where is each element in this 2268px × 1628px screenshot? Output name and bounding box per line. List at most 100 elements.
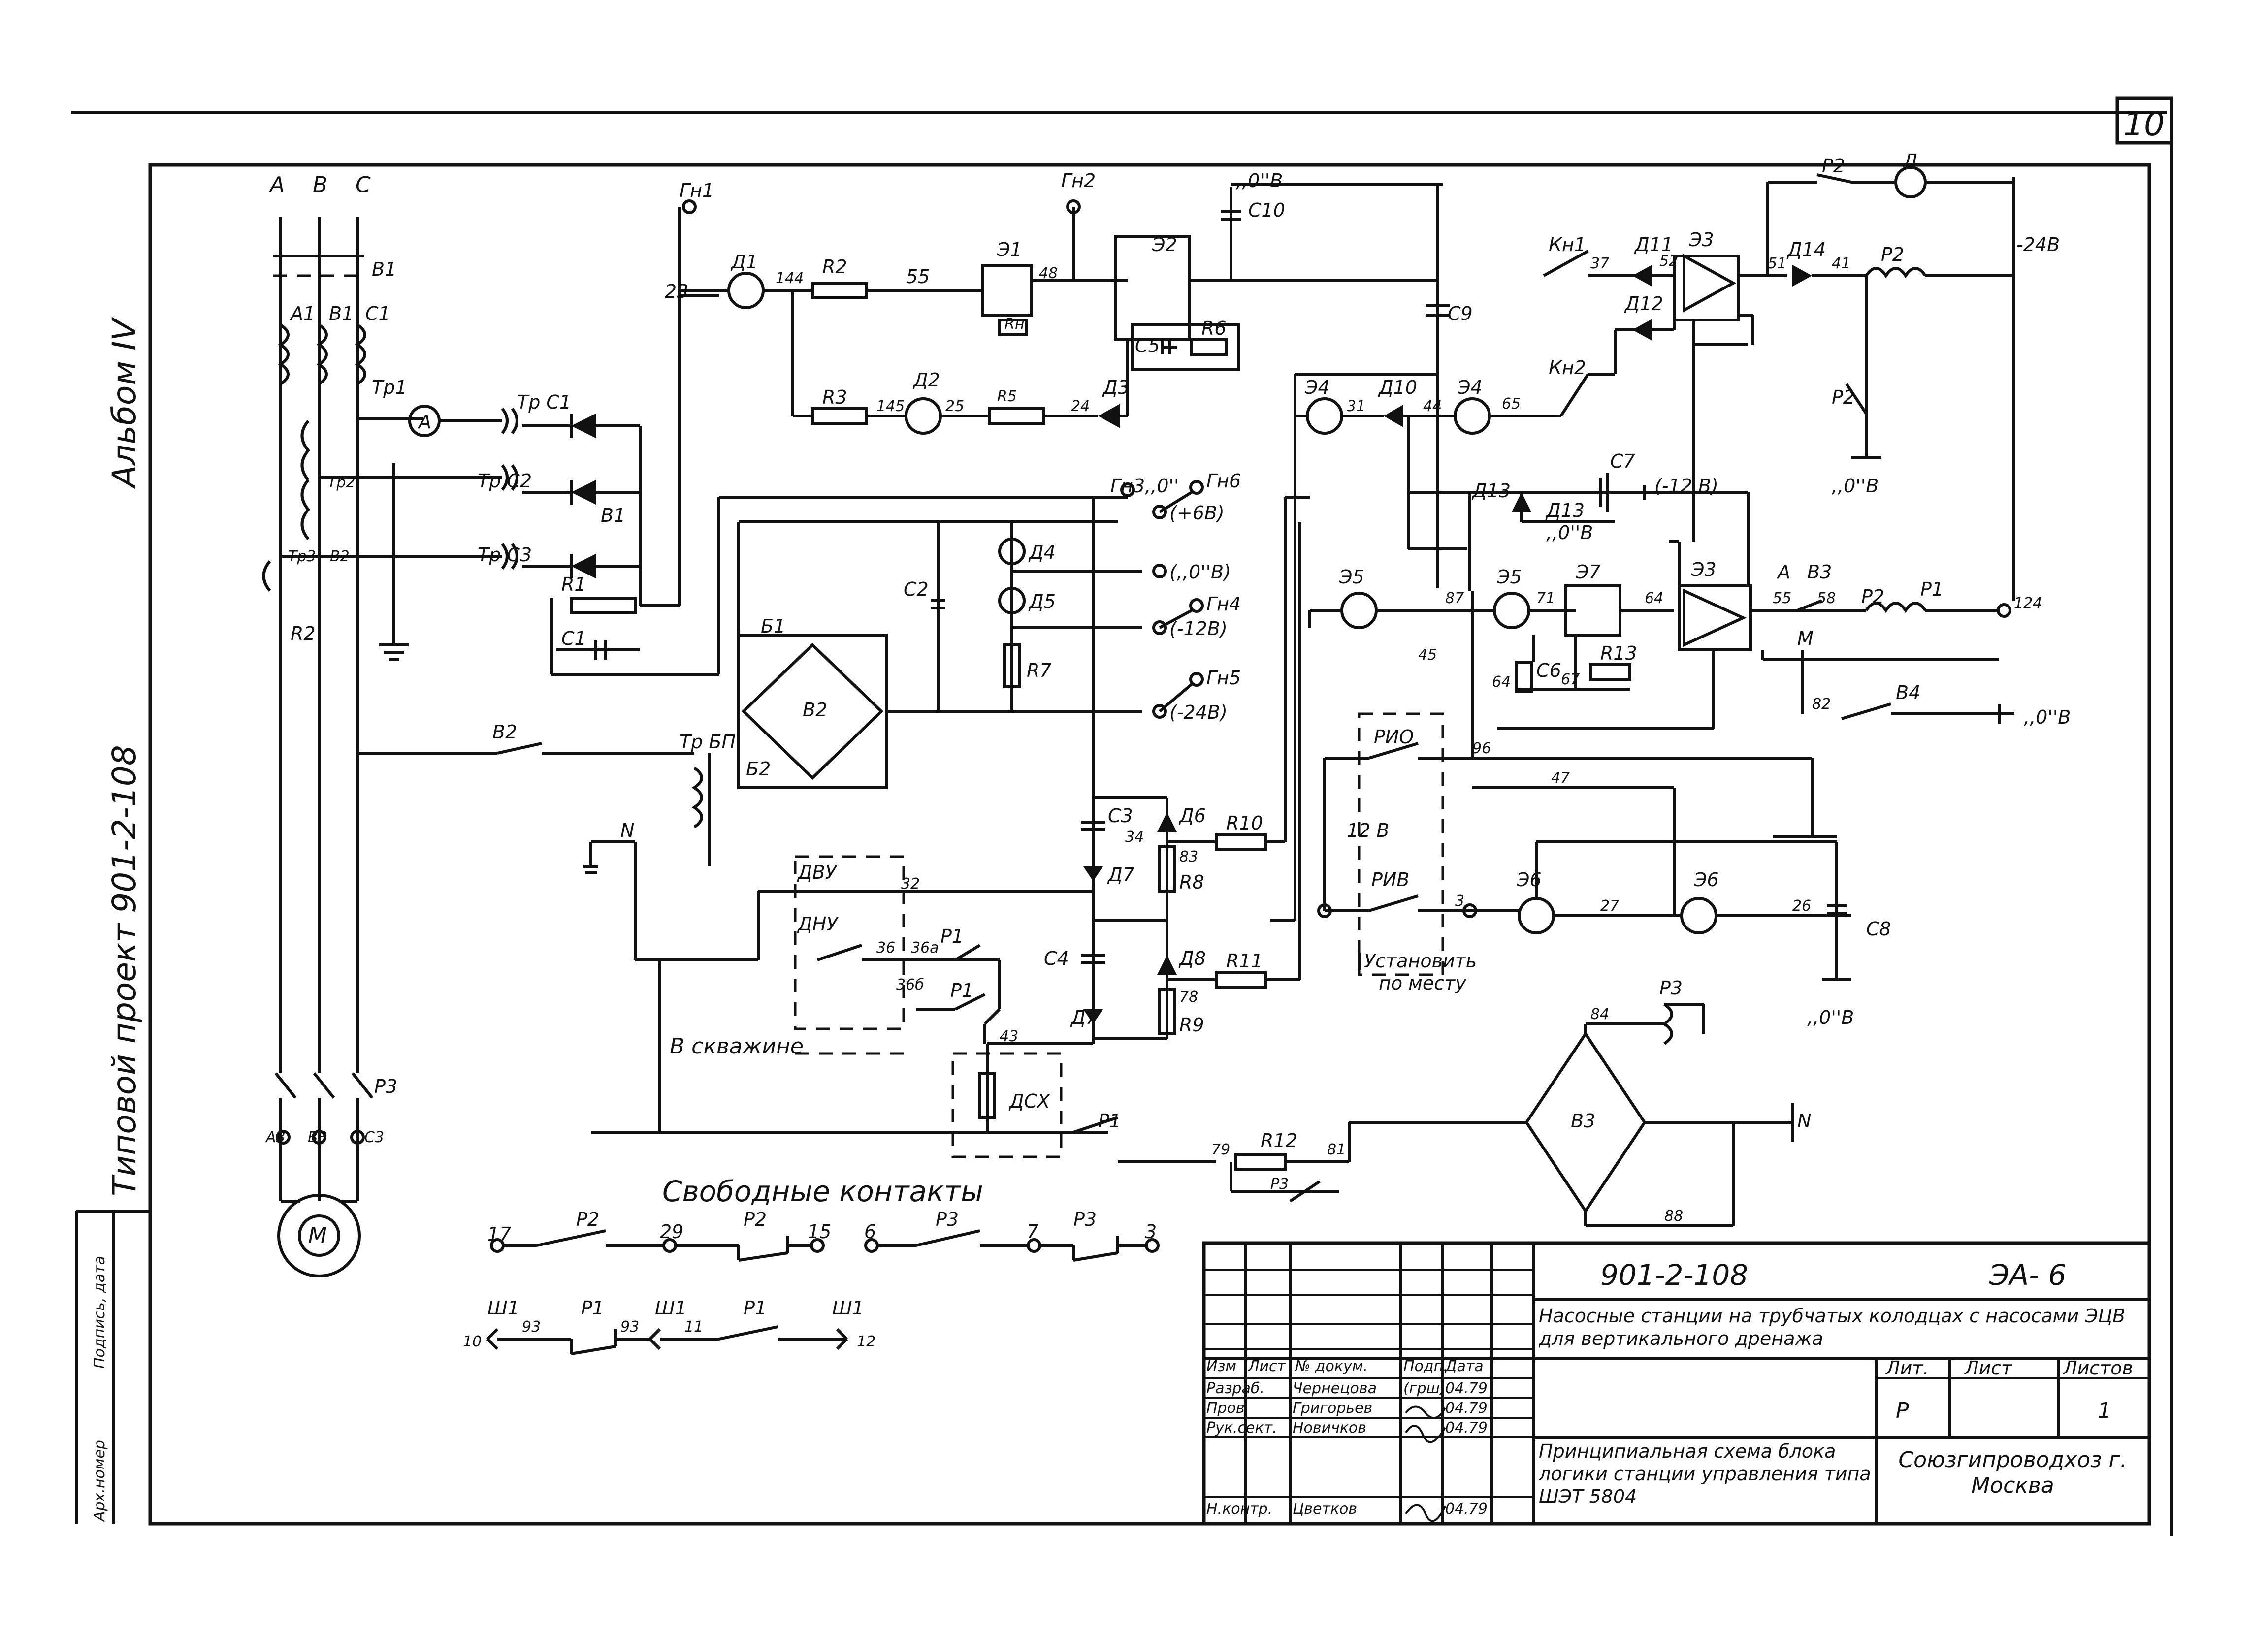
side-label-signature: Подпись, дата (91, 1256, 108, 1369)
gn5-label: Гн5 (1206, 667, 1241, 689)
p2-right: P2 (1832, 386, 1855, 408)
wire-36b: 36б (896, 976, 924, 993)
row-role-2: Рук.сект. (1206, 1419, 1277, 1436)
d3-label: Д3 (1102, 377, 1130, 398)
row-name-0: Чернецова (1293, 1380, 1377, 1397)
d7b-label: Д7 (1070, 1007, 1098, 1028)
r5-label: R5 (997, 388, 1017, 405)
d11-label: Д11 (1634, 234, 1673, 255)
wire-55: 55 (906, 266, 930, 287)
r1-label: R1 (561, 574, 586, 595)
r2-label: R2 (822, 256, 847, 278)
e6b-label: Э6 (1693, 869, 1719, 891)
r3-label: R3 (822, 386, 847, 408)
e5-label: Э5 (1339, 566, 1364, 588)
n-label: N (620, 820, 634, 841)
sh1-c: Ш1 (832, 1297, 864, 1319)
p1-relay-a: P1 (940, 926, 964, 947)
free-contacts (486, 1229, 1160, 1355)
wire-82: 88 (1664, 1208, 1683, 1225)
volt-m12: (-12В) (1169, 618, 1228, 639)
phase-a: A (268, 172, 285, 197)
wire-145: 145 (876, 398, 905, 415)
riv-label: РИВ (1371, 869, 1409, 891)
in-well-label: В скважине (670, 1034, 804, 1059)
gn6-label: Гн6 (1206, 470, 1241, 492)
p1-low: P1 (1098, 1110, 1121, 1132)
fc-3: 3 (1145, 1221, 1157, 1243)
page-number: 10 (2123, 105, 2165, 143)
p2-top: P2 (1822, 155, 1845, 177)
title-block (1202, 1241, 2151, 1526)
wire-55b: 55 (1773, 590, 1791, 607)
e1-label: Э1 (997, 239, 1022, 260)
ea-label: А (1776, 561, 1790, 583)
tc-1: Тр С1 (517, 391, 571, 413)
d6-label: Д6 (1178, 805, 1206, 827)
e3b-label: Э3 (1691, 559, 1717, 580)
wire-144: 144 (776, 270, 804, 287)
title-box: Принципиальная схема блока логики станци… (1539, 1440, 1871, 1507)
wire-124b: 124 (2014, 595, 2042, 612)
row-role-3: Н.контр. (1206, 1500, 1272, 1518)
r8-label: R8 (1179, 871, 1204, 893)
wire-34: 34 (1125, 829, 1144, 846)
coil-a1: A1 (289, 303, 315, 324)
wire-64b: 64 (1492, 673, 1511, 691)
sh-93b: 93 (620, 1318, 639, 1336)
coil-c1: C1 (365, 303, 390, 324)
col-izm: Изм (1206, 1358, 1236, 1375)
fc-15: 15 (808, 1221, 831, 1243)
col-date: Дата (1444, 1358, 1484, 1375)
wire-79: 79 (1211, 1141, 1230, 1158)
side-label-archive: Арх.номер (91, 1440, 108, 1522)
c8-label: C8 (1866, 918, 1891, 940)
sh-11: 11 (684, 1318, 703, 1336)
ct-2: Тр2 (327, 474, 355, 491)
bridge-b2-label: B2 (803, 699, 827, 721)
free-contacts-title: Свободные контакты (662, 1175, 983, 1208)
b3-label: B3 (1807, 561, 1832, 583)
fc-p2-b: P2 (744, 1209, 767, 1230)
ct-1: Тр1 (372, 377, 407, 398)
b1-diode-label: B1 (601, 505, 625, 526)
row-date-1: 04.79 (1445, 1400, 1488, 1417)
wire-96: 96 (1472, 740, 1491, 757)
e4b-label: Э4 (1457, 377, 1483, 398)
row-name-2: Новичков (1293, 1419, 1366, 1436)
wire-31: 31 (1347, 398, 1365, 415)
col-sign: Подп. (1403, 1358, 1448, 1375)
wire-58: 58 (1817, 590, 1836, 607)
sheets-total: 1 (2098, 1398, 2111, 1423)
r7-label: R7 (1027, 660, 1052, 681)
e2-label: Э2 (1152, 234, 1177, 255)
e7-label: Э7 (1575, 561, 1601, 583)
col-list: Лист (1248, 1358, 1287, 1375)
c4-label: C4 (1044, 948, 1069, 969)
sh1-b: Ш1 (655, 1297, 687, 1319)
row-sign-0: (грш) (1403, 1380, 1446, 1397)
sheets-header: Листов (2062, 1357, 2133, 1379)
wire-23: 23 (665, 281, 688, 302)
row-name-1: Григорьев (1293, 1400, 1372, 1417)
power-section (262, 199, 1118, 1134)
b4-label: B4 (1896, 682, 1920, 703)
ct-3: Тр3 (288, 548, 316, 565)
stage-header: Лит. (1885, 1357, 1929, 1379)
d10-label: Д10 (1378, 377, 1417, 398)
kn1-label: Кн1 (1549, 234, 1586, 255)
signature-2 (1405, 1425, 1446, 1443)
gn2-label: Гн2 (1061, 170, 1096, 192)
wire-37: 37 (1590, 255, 1609, 272)
c2-label: C2 (904, 578, 929, 600)
wire-41: 41 (1832, 255, 1850, 272)
c1-label: C1 (561, 628, 586, 649)
d7-label: Д7 (1107, 864, 1134, 886)
p3-r12: P3 (1270, 1176, 1289, 1193)
wire-51: 51 (1768, 255, 1786, 272)
p1-relay-b: P1 (950, 980, 973, 1001)
org-box: Союзгипроводхоз г. Москва (1898, 1447, 2127, 1498)
lower-logic (1308, 330, 2014, 981)
r11-label: R11 (1226, 950, 1263, 972)
